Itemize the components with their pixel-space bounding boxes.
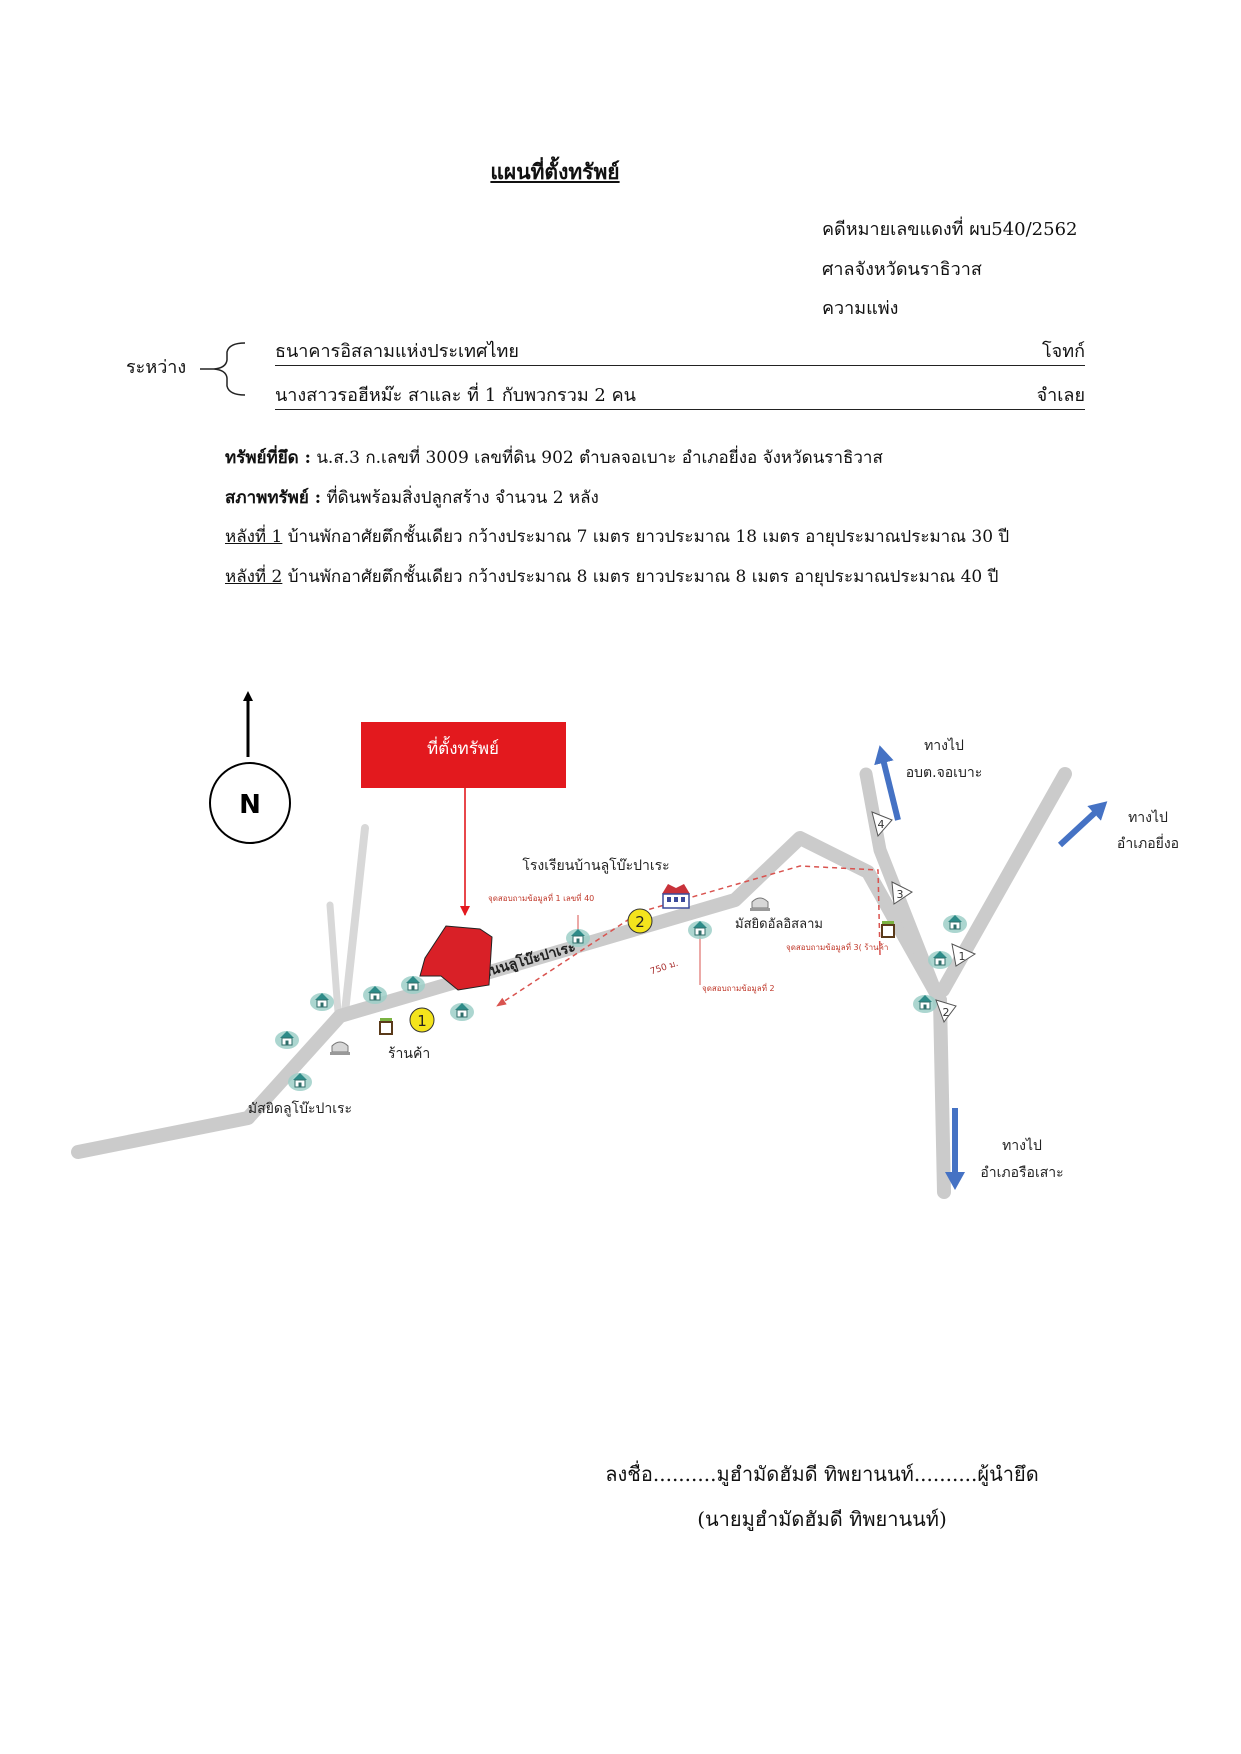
brace-icon — [200, 342, 246, 396]
house-icon — [912, 994, 938, 1014]
main-road — [71, 831, 947, 1159]
mosque-alislam-label: มัสยิดอัลอิสลาม — [735, 917, 823, 932]
case-type: ความแพ่ง — [822, 298, 899, 319]
south-road — [933, 993, 951, 1199]
direction-label-line1: ทางไป — [1128, 809, 1168, 826]
info-point-2-label: จุดสอบถามข้อมูลที่ 2 — [702, 982, 775, 994]
house-icon — [565, 928, 591, 948]
north-circle — [209, 762, 291, 844]
direction-label-line2: อำเภอยี่งอ — [1117, 834, 1179, 852]
junction-number: 2 — [943, 1006, 950, 1019]
plaintiff-row: ธนาคารอิสลามแห่งประเทศไทย โจทก์ — [275, 335, 1085, 366]
school-icon — [662, 884, 690, 909]
road-network — [71, 767, 1072, 1199]
page-title: แผนที่ตั้งทรัพย์ — [490, 159, 620, 184]
direction-arrow-icon — [874, 745, 901, 821]
route-dashed-line — [496, 865, 881, 1007]
shop-icon — [379, 1018, 393, 1035]
mosque-lubo-label: มัสยิดลูโบ๊ะปาเระ — [248, 1100, 352, 1117]
house-icon — [274, 1030, 300, 1050]
defendant-row: นางสาวรอฮีหม๊ะ สาและ ที่ 1 กับพวกรวม 2 ค… — [275, 379, 1085, 410]
mosque-icon — [750, 897, 770, 911]
plaintiff-name: ธนาคารอิสลามแห่งประเทศไทย — [275, 341, 519, 362]
side-road — [326, 901, 342, 1016]
defendant-role: จำเลย — [1036, 385, 1085, 406]
property-callout-label: ที่ตั้งทรัพย์ — [427, 736, 499, 759]
distance-label: 750 ม. — [649, 959, 680, 977]
house-icon — [927, 950, 953, 970]
building-description: บ้านพักอาศัยตึกชั้นเดียว กว้างประมาณ 7 เ… — [287, 527, 1010, 547]
direction-label-line1: ทางไป — [924, 737, 964, 754]
building-label: หลังที่ 2 — [225, 567, 283, 587]
signer-name: (นายมูฮำมัดฮัมดี ทิพยานนท์) — [697, 1507, 947, 1531]
house-icon — [942, 914, 968, 934]
mosque-icon — [330, 1041, 350, 1055]
house-icon — [687, 920, 713, 940]
junction-marker: 3 — [891, 881, 913, 905]
condition-value: ที่ดินพร้อมสิ่งปลูกสร้าง จำนวน 2 หลัง — [326, 488, 599, 508]
junction-marker: 4 — [871, 811, 893, 838]
building-description: บ้านพักอาศัยตึกชั้นเดียว กว้างประมาณ 8 เ… — [287, 567, 999, 587]
junction-number: 3 — [897, 888, 904, 901]
school-label: โรงเรียนบ้านลูโบ๊ะปาเระ — [522, 857, 669, 874]
seized-property-line: ทรัพย์ที่ยึด : น.ส.3 ก.เลขที่ 3009 เลขที… — [225, 444, 883, 471]
defendant-name: นางสาวรอฮีหม๊ะ สาและ ที่ 1 กับพวกรวม 2 ค… — [275, 385, 636, 406]
condition-label: สภาพทรัพย์ : — [225, 488, 322, 508]
north-label: N — [239, 790, 261, 820]
info-point-1-label: จุดสอบถามข้อมูลที่ 1 เลขที่ 40 — [488, 892, 594, 904]
property-parcel — [419, 925, 493, 991]
building-line-1: หลังที่ 1 บ้านพักอาศัยตึกชั้นเดียว กว้าง… — [225, 523, 1009, 550]
direction-label-line1: ทางไป — [1002, 1137, 1042, 1154]
seized-label: ทรัพย์ที่ยึด : — [225, 448, 311, 468]
building-line-2: หลังที่ 2 บ้านพักอาศัยตึกชั้นเดียว กว้าง… — [225, 563, 998, 590]
marker-number: 2 — [635, 913, 645, 931]
house-icon — [400, 975, 426, 995]
junction-marker: 2 — [935, 999, 957, 1024]
location-map: ถนนลูโบ๊ะปาเระ 750 ม. N ที่ตั้งทรัพย์ — [71, 691, 1179, 1199]
road-name-label: ถนนลูโบ๊ะปาเระ — [480, 937, 578, 981]
signature-line: ลงชื่อ..........มูฮำมัดฮัมดี ทิพยานนท์..… — [605, 1462, 1039, 1486]
between-label: ระหว่าง — [126, 357, 187, 378]
plaintiff-role: โจทก์ — [1042, 341, 1085, 362]
house-icon — [287, 1072, 313, 1092]
property-condition-line: สภาพทรัพย์ : ที่ดินพร้อมสิ่งปลูกสร้าง จำ… — [225, 484, 599, 511]
marker-number: 1 — [417, 1012, 427, 1030]
junction-number: 1 — [959, 950, 966, 963]
house-icon — [362, 985, 388, 1005]
junction-number: 4 — [878, 818, 885, 831]
property-callout-box — [361, 722, 566, 788]
seized-value: น.ส.3 ก.เลขที่ 3009 เลขที่ดิน 902 ตำบลจอ… — [316, 448, 883, 468]
building-label: หลังที่ 1 — [225, 527, 283, 547]
shop-label: ร้านค้า — [388, 1046, 430, 1062]
side-road — [341, 824, 369, 1016]
north-road — [859, 767, 942, 997]
case-number: คดีหมายเลขแดงที่ ผบ540/2562 — [822, 219, 1078, 240]
direction-arrow-icon — [1057, 801, 1108, 848]
house-icon — [309, 992, 335, 1012]
house-icon — [449, 1002, 475, 1022]
info-point-3-label: จุดสอบถามข้อมูลที่ 3( ร้านค้า — [786, 941, 888, 953]
direction-label-line2: อำเภอรือเสาะ — [980, 1165, 1063, 1181]
court-name: ศาลจังหวัดนราธิวาส — [822, 259, 982, 280]
junction-marker: 1 — [951, 943, 977, 967]
shop-icon — [881, 921, 895, 938]
direction-label-line2: อบต.จอเบาะ — [906, 765, 983, 781]
marker-circle — [627, 908, 653, 934]
marker-circle — [409, 1007, 435, 1033]
